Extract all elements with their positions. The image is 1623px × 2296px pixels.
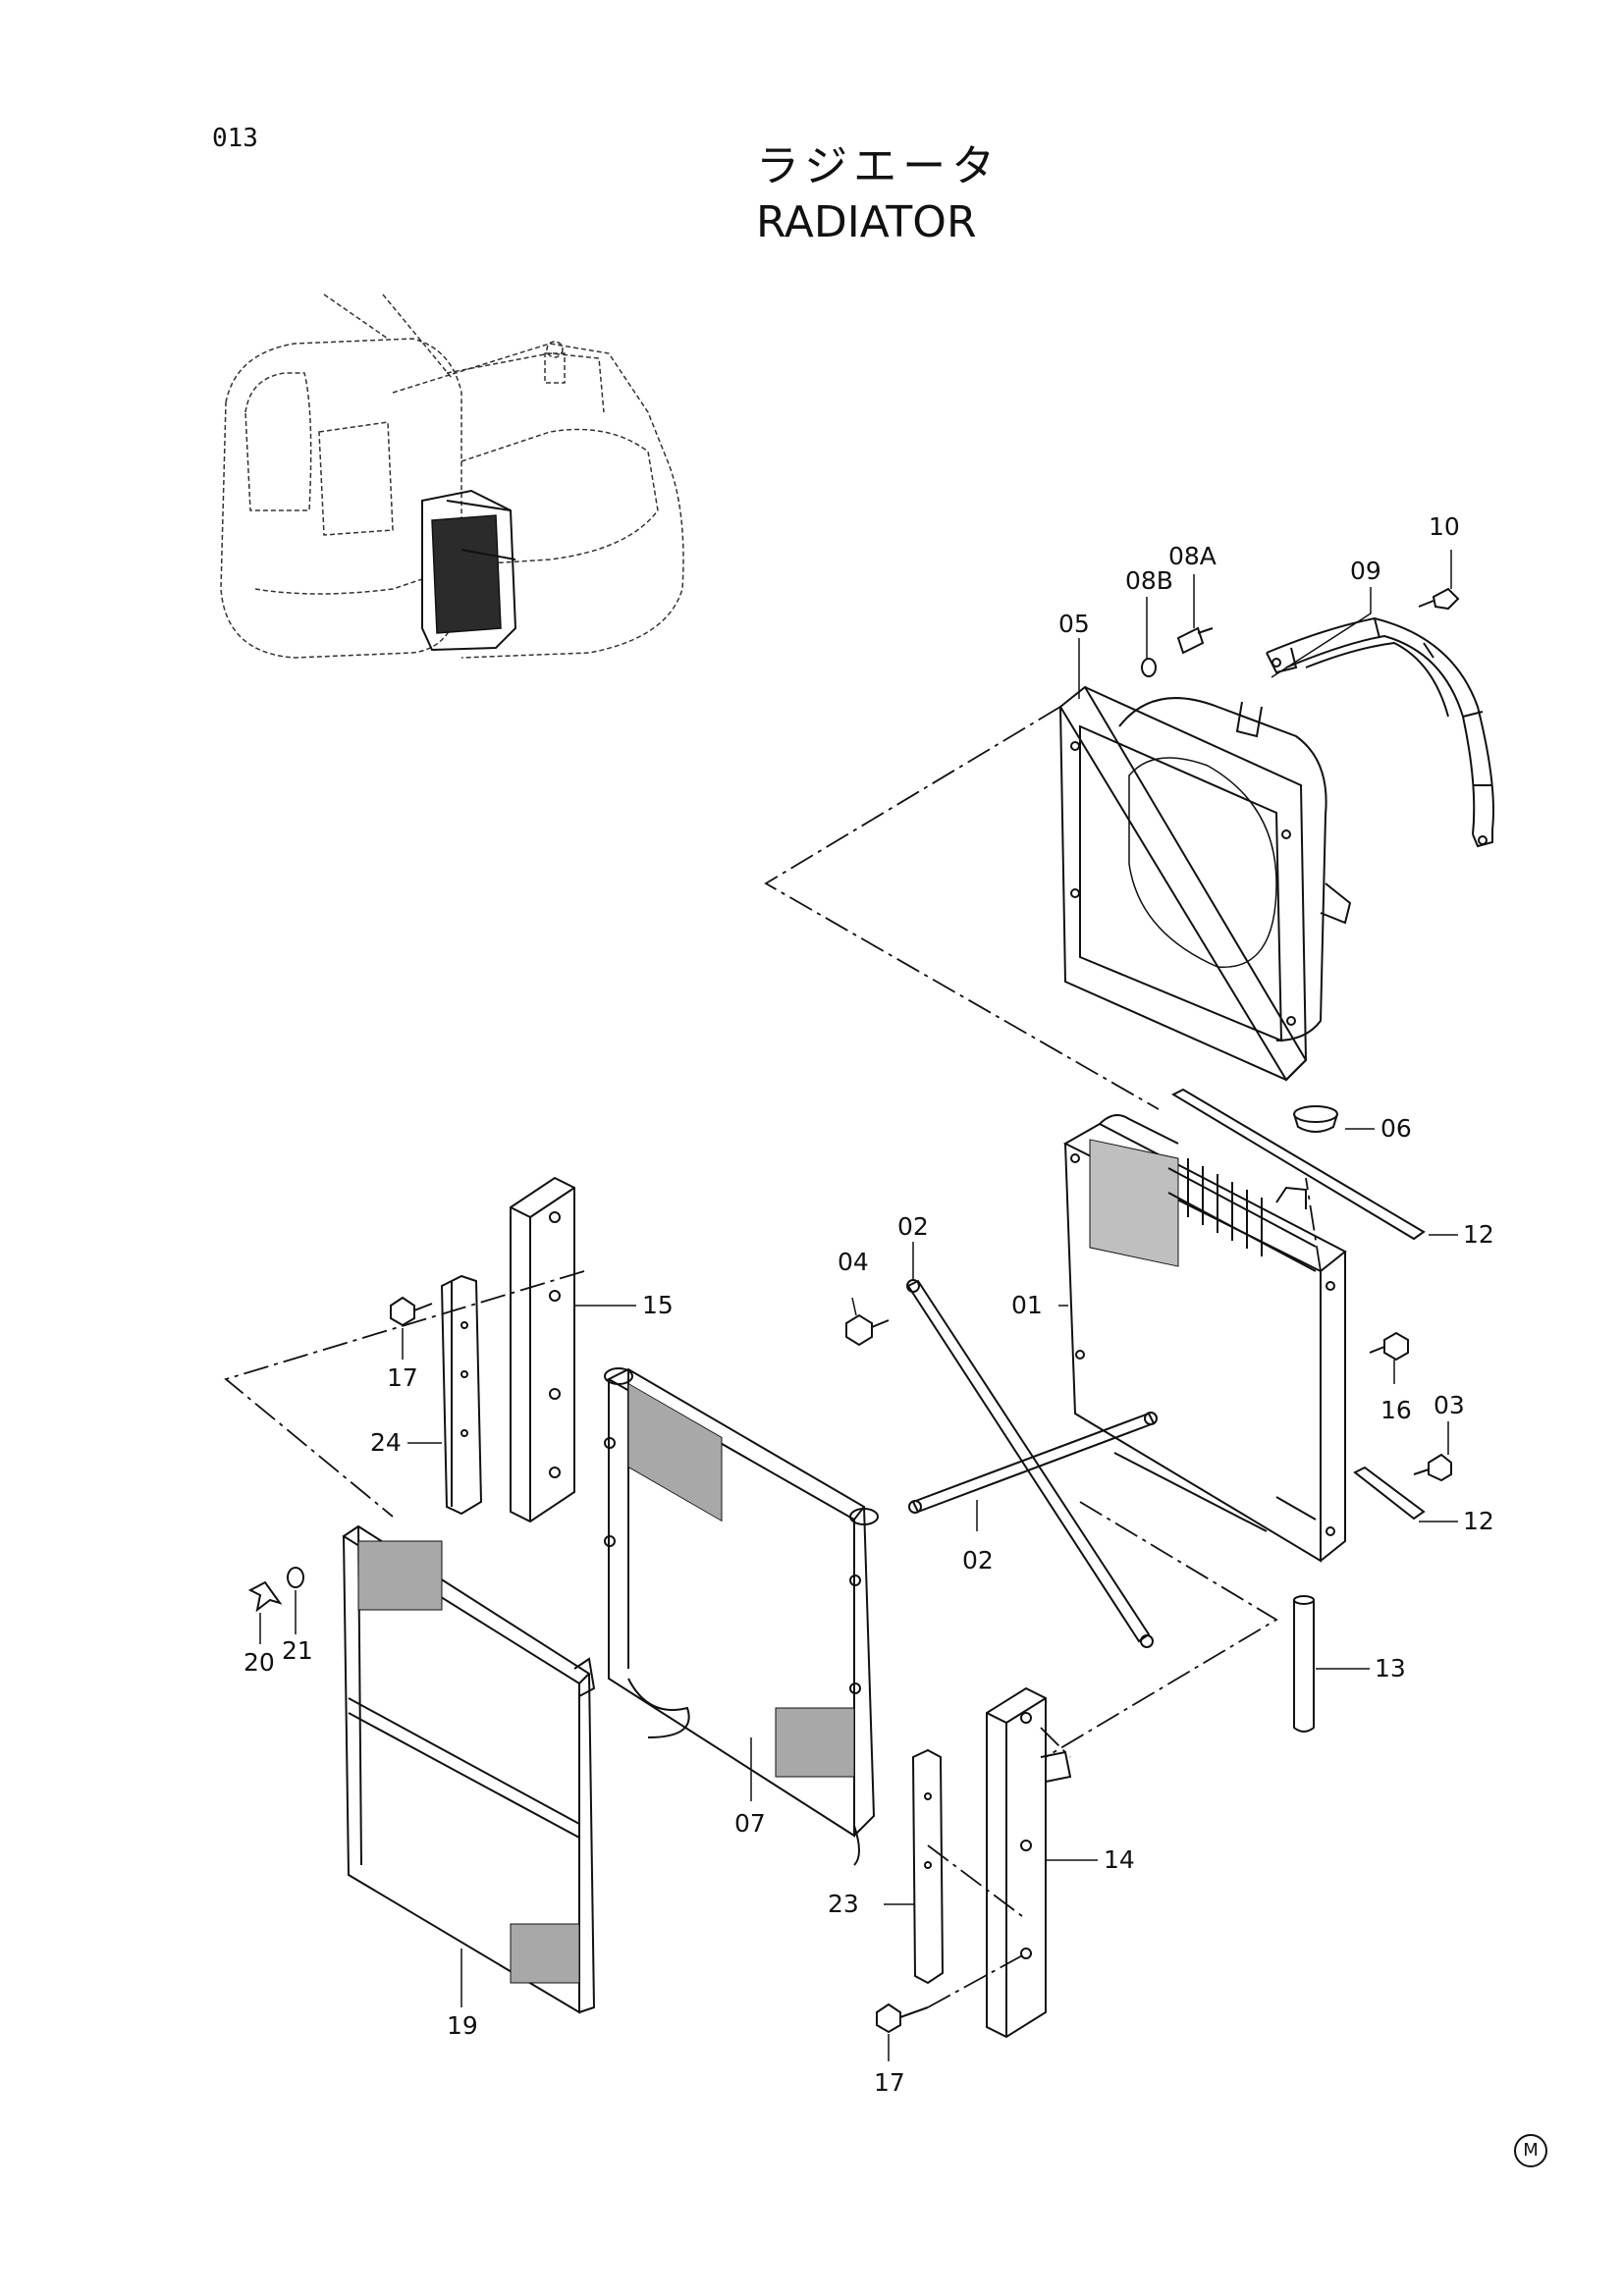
callout-13: 13 [1375, 1654, 1406, 1682]
radiator-core [1062, 1114, 1347, 1563]
copyright-mark: M [1514, 2134, 1547, 2167]
page-number: 013 [212, 124, 258, 153]
callout-14: 14 [1104, 1845, 1135, 1874]
bolt-16 [1369, 1331, 1409, 1362]
callout-23: 23 [828, 1890, 859, 1918]
hose [1293, 1595, 1315, 1733]
callout-labels: 05 08B 08A 09 10 06 12 12 01 02 04 16 03… [243, 512, 1494, 2097]
callout-19: 19 [447, 2011, 478, 2040]
bolt-08a [1176, 626, 1214, 655]
callout-04: 03 [1434, 1391, 1465, 1419]
callout-08a: 08A [1168, 542, 1217, 570]
title-english: RADIATOR [756, 197, 977, 247]
callout-16: 16 [1380, 1396, 1412, 1424]
stay-rods [906, 1279, 1158, 1648]
callout-12-lower: 12 [1463, 1507, 1494, 1535]
callout-02-upper: 02 [897, 1212, 929, 1241]
callout-17-upper: 17 [387, 1363, 418, 1392]
bolt-04 [1413, 1453, 1452, 1482]
callout-20: 20 [243, 1648, 275, 1677]
callout-21: 21 [282, 1636, 313, 1665]
callout-12-upper: 12 [1463, 1220, 1494, 1249]
dust-screen [342, 1524, 596, 2014]
callout-07: 05 [1058, 610, 1090, 638]
callout-17-lower: 17 [874, 2068, 905, 2097]
callout-01: 01 [1011, 1291, 1043, 1319]
callout-08b: 08B [1125, 566, 1173, 595]
callout-06: 07 [734, 1809, 766, 1838]
wing-bolt-20 [247, 1580, 283, 1613]
title-japanese: ラジエータ [756, 141, 1001, 191]
fan-guard [1266, 616, 1494, 848]
callout-02-lower: 02 [962, 1546, 994, 1575]
bolt-17-lower [876, 2002, 929, 2034]
leader-lines [259, 550, 1458, 2061]
radiator-cap [1293, 1105, 1338, 1133]
oil-cooler [604, 1367, 879, 1866]
callout-15: 15 [642, 1291, 674, 1319]
callout-05: 06 [1380, 1114, 1412, 1143]
brackets-lower [911, 1686, 1072, 2039]
assembly-lines [224, 706, 1322, 2008]
washer-21 [287, 1567, 304, 1588]
callout-09: 09 [1350, 557, 1381, 585]
bolt-10 [1418, 587, 1460, 611]
brackets-upper [440, 1176, 575, 1523]
callout-03: 04 [838, 1248, 869, 1276]
seal-strips [1170, 1088, 1426, 1521]
callout-24: 24 [370, 1428, 402, 1457]
washer-08b [1141, 658, 1157, 677]
callout-10: 10 [1429, 512, 1460, 541]
bolt-17-upper [390, 1296, 433, 1327]
fan-shroud [1058, 685, 1352, 1082]
bolt-03 [845, 1313, 890, 1347]
excavator-overview-sketch [220, 294, 684, 659]
title-block: ラジエータ RADIATOR [756, 142, 1001, 248]
